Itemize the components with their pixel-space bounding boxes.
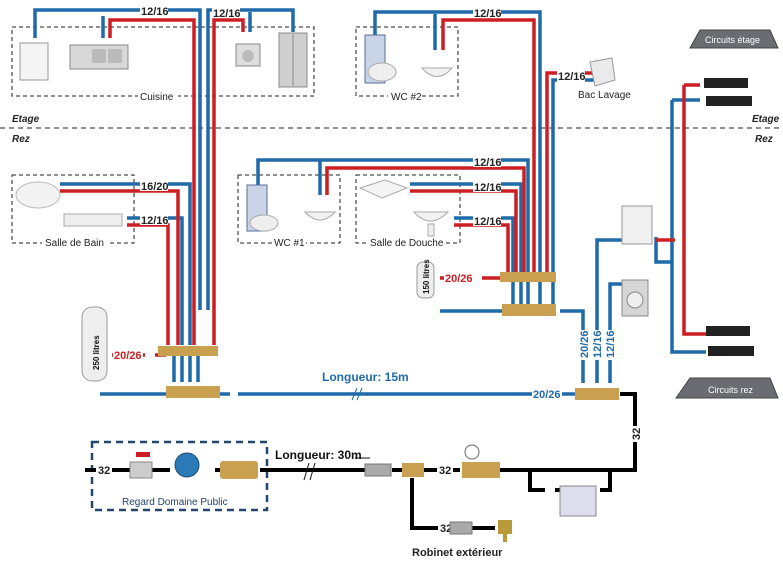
manifold-etage-lower-icon [706, 96, 752, 106]
pipe-label-main-supply: 32 [98, 465, 110, 477]
douche-basin-icon [412, 211, 450, 222]
cold-manifold-150-icon [502, 304, 556, 316]
manifold-rez-upper-icon [706, 326, 750, 336]
floor-label-etage-right: Etage [752, 114, 780, 125]
pipe-label-250-out: 20/26 [114, 350, 142, 362]
cold-floor-heat-rez [670, 100, 706, 354]
pipe-label-cuisine-b: 12/16 [213, 8, 241, 20]
pipe-label-riser-b: 12/16 [592, 330, 604, 358]
valve-after-30m-icon [364, 463, 392, 477]
bac-lavage-icon [589, 57, 616, 87]
break-mark-supply [303, 462, 316, 481]
cold-pipe-wc1 [256, 158, 530, 310]
pipe-label-after-meter: 32 [439, 465, 451, 477]
hot-pipe-douche-a [410, 189, 518, 275]
label-robinet-exterieur: Robinet extérieur [412, 547, 503, 559]
robinet-line [410, 478, 495, 530]
length-label-supply: Longueur: 30m [275, 448, 362, 462]
pipe-label-bac: 12/16 [558, 71, 586, 83]
tank-250-icon [81, 306, 108, 382]
tank-250-label: 250 litres [92, 335, 101, 370]
pipe-label-robinet: 32 [440, 523, 452, 535]
floor-label-rez-left: Rez [12, 134, 30, 145]
cold-pipe-wc2 [373, 10, 542, 310]
room-box-cuisine [11, 26, 315, 97]
room-label-bac-lavage: Bac Lavage [578, 90, 631, 101]
zone-label-regard: Regard Domaine Public [122, 497, 228, 508]
cold-pipe-cuisine-a [33, 8, 202, 310]
label-circuits-etage: Circuits étage [705, 35, 760, 45]
cold-pipe-bain-a [60, 182, 192, 345]
double-basin-icon [63, 213, 123, 227]
tank-150-label: 150 litres [422, 259, 431, 294]
main-riser [500, 392, 637, 472]
robinet-valve-icon [449, 521, 473, 535]
fixtures [15, 29, 779, 542]
zone-box-regard [90, 440, 269, 512]
hot-pipe-wc1 [325, 166, 526, 275]
cold-pipe-bac [551, 78, 600, 310]
hot-manifold-150-icon [500, 272, 556, 282]
check-valve-icon [220, 461, 258, 479]
hot-manifold-250-icon [158, 346, 218, 356]
floor-label-etage-left: Etage [12, 114, 40, 125]
hot-pipe-wc2 [441, 18, 536, 275]
cold-pipe-douche-b [454, 216, 515, 310]
room-label-salle-bain: Salle de Bain [45, 238, 104, 249]
room-box-wc2 [355, 26, 459, 97]
room-label-cuisine: Cuisine [140, 92, 174, 103]
room-label-wc2: WC #2 [391, 92, 422, 103]
hot-pipe-cuisine-b [212, 18, 245, 345]
water-meter-icon [174, 452, 200, 478]
pressure-gauge-icon [464, 444, 480, 460]
pipe-label-150-out: 20/26 [445, 273, 473, 285]
pipe-label-riser-main: 32 [631, 428, 643, 440]
outdoor-tap-icon [498, 520, 512, 542]
pipe-label-douche-a: 12/16 [474, 182, 502, 194]
hot-pipe-bac [545, 71, 600, 275]
cold-pipe-cuisine-b [206, 8, 295, 310]
label-circuits-rez: Circuits rez [708, 385, 754, 395]
room-box-salle-bain [11, 174, 135, 244]
cold-pipe-douche-a [410, 182, 523, 310]
room-label-wc1: WC #1 [274, 238, 305, 249]
boiler-icon [621, 205, 653, 245]
floor-heating-etage-icon [689, 29, 779, 49]
pipe-label-bain-b: 12/16 [141, 215, 169, 227]
pressure-reducer-icon [462, 462, 500, 478]
hot-pipe-bain-a [60, 189, 180, 345]
pipe-label-main-cold: 20/26 [533, 389, 561, 401]
wc2-basin-icon [420, 67, 454, 77]
cold-pipe-bain-b [127, 216, 184, 345]
manifold-rez-lower-icon [708, 346, 754, 356]
floor-label-rez-right: Rez [755, 134, 773, 145]
cold-manifold-main-icon [575, 388, 619, 400]
manifold-etage-upper-icon [704, 78, 748, 88]
hot-floor-heat-rez [682, 85, 706, 336]
room-label-salle-douche: Salle de Douche [370, 238, 444, 249]
ball-valve-icon [129, 461, 153, 479]
bathtub-icon [15, 181, 61, 209]
pipe-label-wc2: 12/16 [474, 8, 502, 20]
floor-heating-rez-icon [675, 377, 779, 399]
pipe-label-wc1: 12/16 [474, 157, 502, 169]
water-filter-icon [559, 485, 597, 517]
shower-tray-icon [358, 179, 409, 199]
wc1-basin-icon [303, 211, 337, 221]
dishwasher-icon [19, 42, 49, 81]
tee-fitting-icon [402, 463, 424, 477]
pipe-label-cuisine-a: 12/16 [141, 6, 169, 18]
cold-manifold-250-icon [166, 386, 220, 398]
length-label-cold: Longueur: 15m [322, 370, 409, 384]
hot-pipe-douche-b [454, 223, 510, 275]
pipe-label-riser-c: 12/16 [605, 330, 617, 358]
pipe-label-douche-b: 12/16 [474, 216, 502, 228]
hot-pipe-cuisine-a [108, 18, 196, 345]
tank-150-icon [416, 261, 435, 299]
pipe-label-riser-a: 20/26 [579, 330, 591, 358]
break-mark-cold [351, 387, 363, 401]
pipe-label-bain-a: 16/20 [141, 181, 169, 193]
